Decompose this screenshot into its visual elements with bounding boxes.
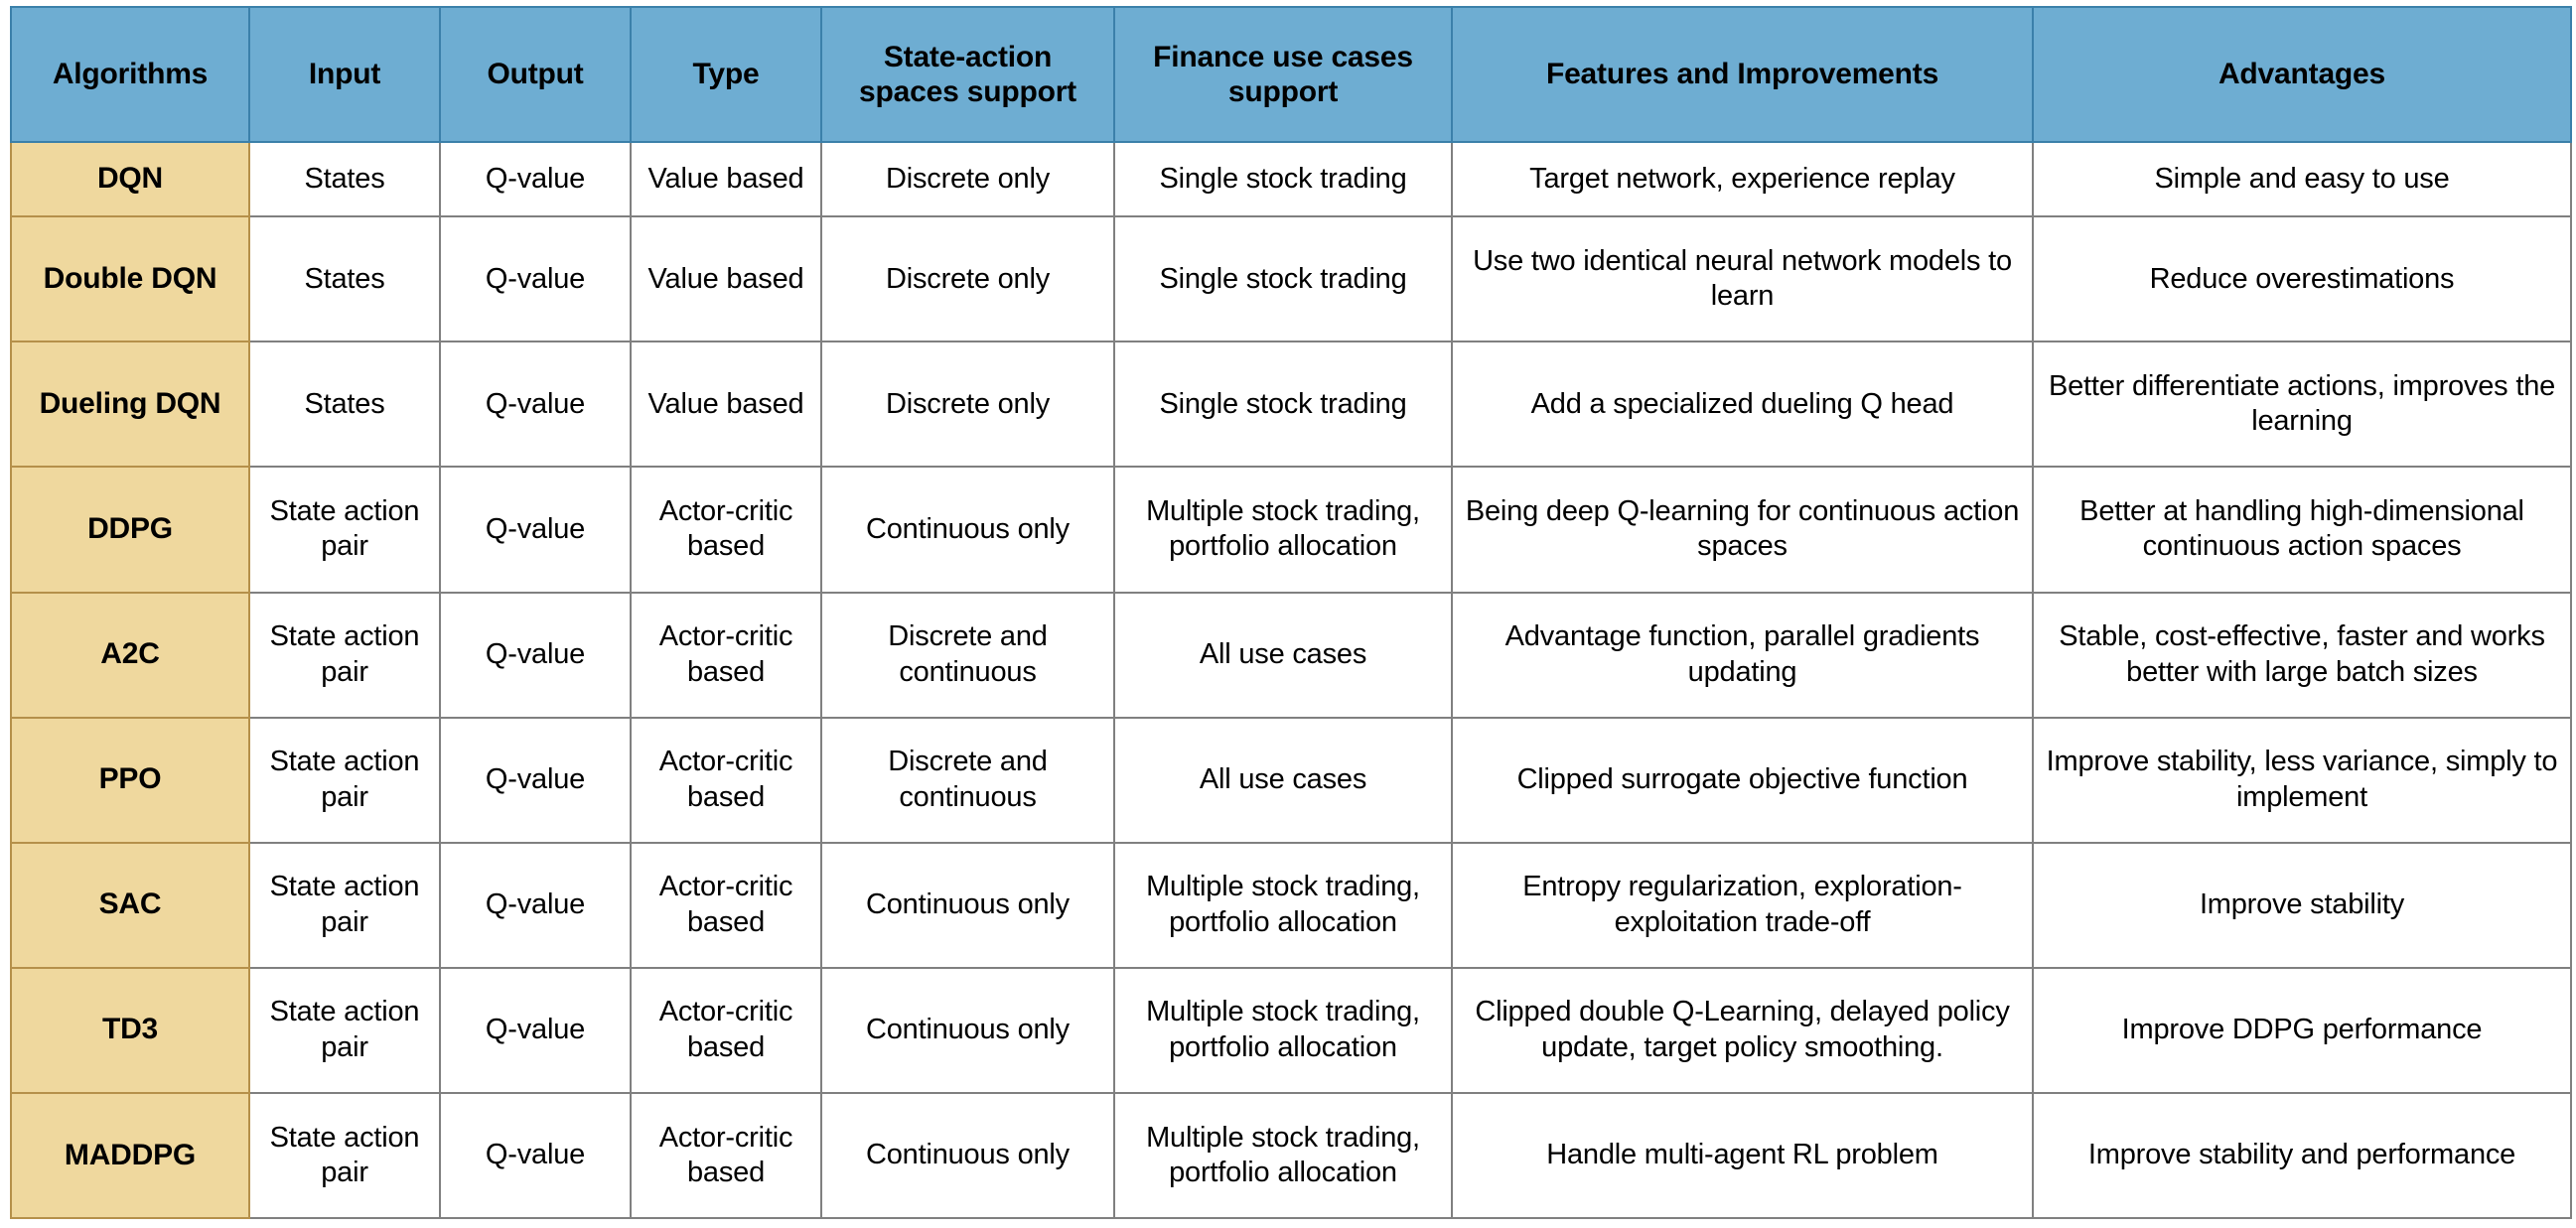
- algorithm-name-cell: PPO: [10, 716, 250, 844]
- cell-output: Q-value: [439, 591, 632, 719]
- cell-output: Q-value: [439, 215, 632, 343]
- cell-advantages: Reduce overestimations: [2032, 215, 2572, 343]
- cell-type: Actor-critic based: [630, 1091, 822, 1220]
- cell-type: Actor-critic based: [630, 466, 822, 594]
- cell-output: Q-value: [439, 140, 632, 218]
- cell-output: Q-value: [439, 841, 632, 969]
- cell-finance: Single stock trading: [1113, 215, 1453, 343]
- algorithm-name-cell: TD3: [10, 966, 250, 1094]
- cell-finance: Multiple stock trading, portfolio alloca…: [1113, 841, 1453, 969]
- algorithm-name-cell: MADDPG: [10, 1091, 250, 1220]
- cell-output: Q-value: [439, 716, 632, 844]
- column-header-output[interactable]: Output: [439, 6, 632, 143]
- cell-state_action: Discrete and continuous: [820, 716, 1115, 844]
- cell-finance: All use cases: [1113, 716, 1453, 844]
- cell-input: State action pair: [248, 466, 441, 594]
- cell-features: Advantage function, parallel gradients u…: [1451, 591, 2034, 719]
- cell-finance: All use cases: [1113, 591, 1453, 719]
- cell-input: State action pair: [248, 841, 441, 969]
- cell-features: Being deep Q-learning for continuous act…: [1451, 466, 2034, 594]
- cell-type: Value based: [630, 341, 822, 469]
- cell-state_action: Continuous only: [820, 1091, 1115, 1220]
- cell-type: Actor-critic based: [630, 966, 822, 1094]
- cell-advantages: Stable, cost-effective, faster and works…: [2032, 591, 2572, 719]
- cell-output: Q-value: [439, 341, 632, 469]
- algorithm-name-cell: DDPG: [10, 466, 250, 594]
- cell-advantages: Improve stability and performance: [2032, 1091, 2572, 1220]
- cell-advantages: Improve stability: [2032, 841, 2572, 969]
- cell-input: State action pair: [248, 966, 441, 1094]
- cell-advantages: Better differentiate actions, improves t…: [2032, 341, 2572, 469]
- cell-input: State action pair: [248, 716, 441, 844]
- table-header: Algorithms Input Output Type State-actio…: [10, 6, 2572, 143]
- algorithm-name-cell: A2C: [10, 591, 250, 719]
- algorithms-comparison-table: Algorithms Input Output Type State-actio…: [10, 6, 2572, 1220]
- cell-features: Clipped surrogate objective function: [1451, 716, 2034, 844]
- column-header-features[interactable]: Features and Improvements: [1451, 6, 2034, 143]
- cell-state_action: Discrete and continuous: [820, 591, 1115, 719]
- column-header-advantages[interactable]: Advantages: [2032, 6, 2572, 143]
- cell-advantages: Improve stability, less variance, simply…: [2032, 716, 2572, 844]
- header-row: Algorithms Input Output Type State-actio…: [10, 6, 2572, 143]
- algorithm-name-cell: DQN: [10, 140, 250, 218]
- cell-type: Value based: [630, 140, 822, 218]
- cell-features: Clipped double Q-Learning, delayed polic…: [1451, 966, 2034, 1094]
- cell-input: State action pair: [248, 1091, 441, 1220]
- cell-features: Handle multi-agent RL problem: [1451, 1091, 2034, 1220]
- cell-finance: Multiple stock trading, portfolio alloca…: [1113, 466, 1453, 594]
- cell-state_action: Continuous only: [820, 466, 1115, 594]
- algorithm-name-cell: Dueling DQN: [10, 341, 250, 469]
- algorithm-name-cell: Double DQN: [10, 215, 250, 343]
- cell-type: Value based: [630, 215, 822, 343]
- column-header-state-action[interactable]: State-action spaces support: [820, 6, 1115, 143]
- cell-finance: Single stock trading: [1113, 140, 1453, 218]
- cell-output: Q-value: [439, 466, 632, 594]
- cell-features: Use two identical neural network models …: [1451, 215, 2034, 343]
- cell-input: States: [248, 140, 441, 218]
- cell-advantages: Simple and easy to use: [2032, 140, 2572, 218]
- cell-state_action: Discrete only: [820, 140, 1115, 218]
- algorithm-name-cell: SAC: [10, 841, 250, 969]
- cell-finance: Multiple stock trading, portfolio alloca…: [1113, 966, 1453, 1094]
- cell-output: Q-value: [439, 966, 632, 1094]
- cell-input: State action pair: [248, 591, 441, 719]
- column-header-algorithms[interactable]: Algorithms: [10, 6, 250, 143]
- cell-type: Actor-critic based: [630, 591, 822, 719]
- column-header-finance[interactable]: Finance use cases support: [1113, 6, 1453, 143]
- cell-state_action: Continuous only: [820, 841, 1115, 969]
- cell-input: States: [248, 341, 441, 469]
- cell-state_action: Discrete only: [820, 341, 1115, 469]
- cell-finance: Single stock trading: [1113, 341, 1453, 469]
- cell-advantages: Better at handling high-dimensional cont…: [2032, 466, 2572, 594]
- cell-input: States: [248, 215, 441, 343]
- cell-advantages: Improve DDPG performance: [2032, 966, 2572, 1094]
- cell-output: Q-value: [439, 1091, 632, 1220]
- column-header-input[interactable]: Input: [248, 6, 441, 143]
- cell-features: Entropy regularization, exploration-expl…: [1451, 841, 2034, 969]
- cell-state_action: Continuous only: [820, 966, 1115, 1094]
- cell-type: Actor-critic based: [630, 716, 822, 844]
- cell-features: Target network, experience replay: [1451, 140, 2034, 218]
- cell-features: Add a specialized dueling Q head: [1451, 341, 2034, 469]
- cell-type: Actor-critic based: [630, 841, 822, 969]
- column-header-type[interactable]: Type: [630, 6, 822, 143]
- cell-finance: Multiple stock trading, portfolio alloca…: [1113, 1091, 1453, 1220]
- cell-state_action: Discrete only: [820, 215, 1115, 343]
